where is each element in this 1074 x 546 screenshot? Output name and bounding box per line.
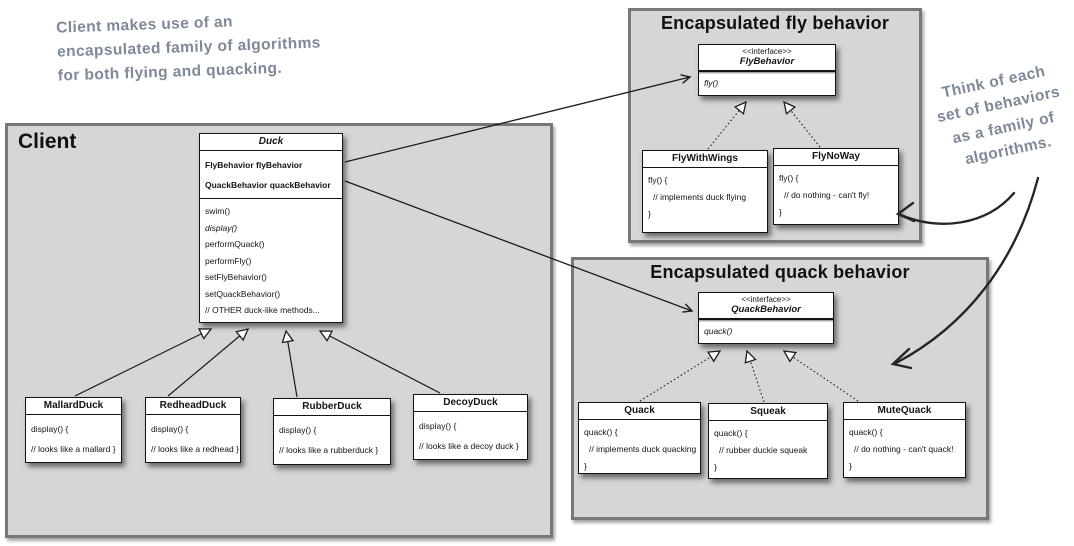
class-rubberduck-body: display() {// looks like a rubberduck } — [279, 425, 379, 455]
interface-flybehavior-methods: fly() — [699, 70, 835, 95]
class-decoyduck: DecoyDuck display() {// looks like a dec… — [413, 394, 528, 460]
class-flywithwings-title: FlyWithWings — [643, 151, 767, 168]
interface-flybehavior-title: FlyBehavior — [739, 56, 795, 67]
class-quack-title: Quack — [579, 403, 700, 420]
class-duck-methods: swim()display()performQuack()performFly(… — [205, 206, 320, 315]
class-decoyduck-body: display() {// looks like a decoy duck } — [419, 421, 519, 451]
interface-quackbehavior-methods: quack() — [699, 318, 833, 343]
fly-behavior-panel-title: Encapsulated fly behavior — [660, 13, 890, 33]
interface-flybehavior: <<interface>> FlyBehavior fly() — [698, 44, 836, 96]
quack-behavior-panel-title: Encapsulated quack behavior — [650, 262, 910, 282]
class-quack: Quack quack() {// implements duck quacki… — [578, 402, 701, 474]
class-redheadduck: RedheadDuck display() {// looks like a r… — [145, 397, 241, 463]
client-panel-title: Client — [18, 130, 77, 153]
class-quack-body: quack() {// implements duck quacking} — [584, 427, 697, 471]
class-mutequack-body: quack() {// do nothing - can't quack!} — [849, 427, 954, 471]
class-squeak-title: Squeak — [709, 404, 827, 421]
class-flynoway-body: fly() {// do nothing - can't fly!} — [779, 173, 870, 217]
class-flywithwings-body: fly() {// implements duck flying} — [648, 175, 747, 219]
class-decoyduck-title: DecoyDuck — [414, 395, 527, 412]
class-duck-title: Duck — [200, 134, 342, 151]
class-squeak: Squeak quack() {// rubber duckie squeak} — [708, 403, 828, 479]
class-rubberduck: RubberDuck display() {// looks like a ru… — [273, 398, 391, 465]
class-mallardduck: MallardDuck display() {// looks like a m… — [25, 397, 122, 463]
class-redheadduck-body: display() {// looks like a redhead } — [151, 424, 239, 454]
interface-quackbehavior-stereotype: <<interface>> — [741, 295, 791, 304]
class-flynoway: FlyNoWay fly() {// do nothing - can't fl… — [773, 148, 899, 225]
interface-flybehavior-stereotype: <<interface>> — [742, 47, 792, 56]
interface-quackbehavior: <<interface>> QuackBehavior quack() — [698, 292, 834, 344]
class-mutequack: MuteQuack quack() {// do nothing - can't… — [843, 402, 966, 478]
class-flywithwings: FlyWithWings fly() {// implements duck f… — [642, 150, 768, 233]
class-rubberduck-title: RubberDuck — [274, 399, 390, 416]
class-squeak-body: quack() {// rubber duckie squeak} — [714, 428, 808, 472]
class-mallardduck-title: MallardDuck — [26, 398, 121, 415]
class-flynoway-title: FlyNoWay — [774, 149, 898, 166]
class-mallardduck-body: display() {// looks like a mallard } — [31, 424, 116, 454]
interface-quackbehavior-title: QuackBehavior — [731, 304, 801, 315]
class-redheadduck-title: RedheadDuck — [146, 398, 240, 415]
class-mutequack-title: MuteQuack — [844, 403, 965, 420]
